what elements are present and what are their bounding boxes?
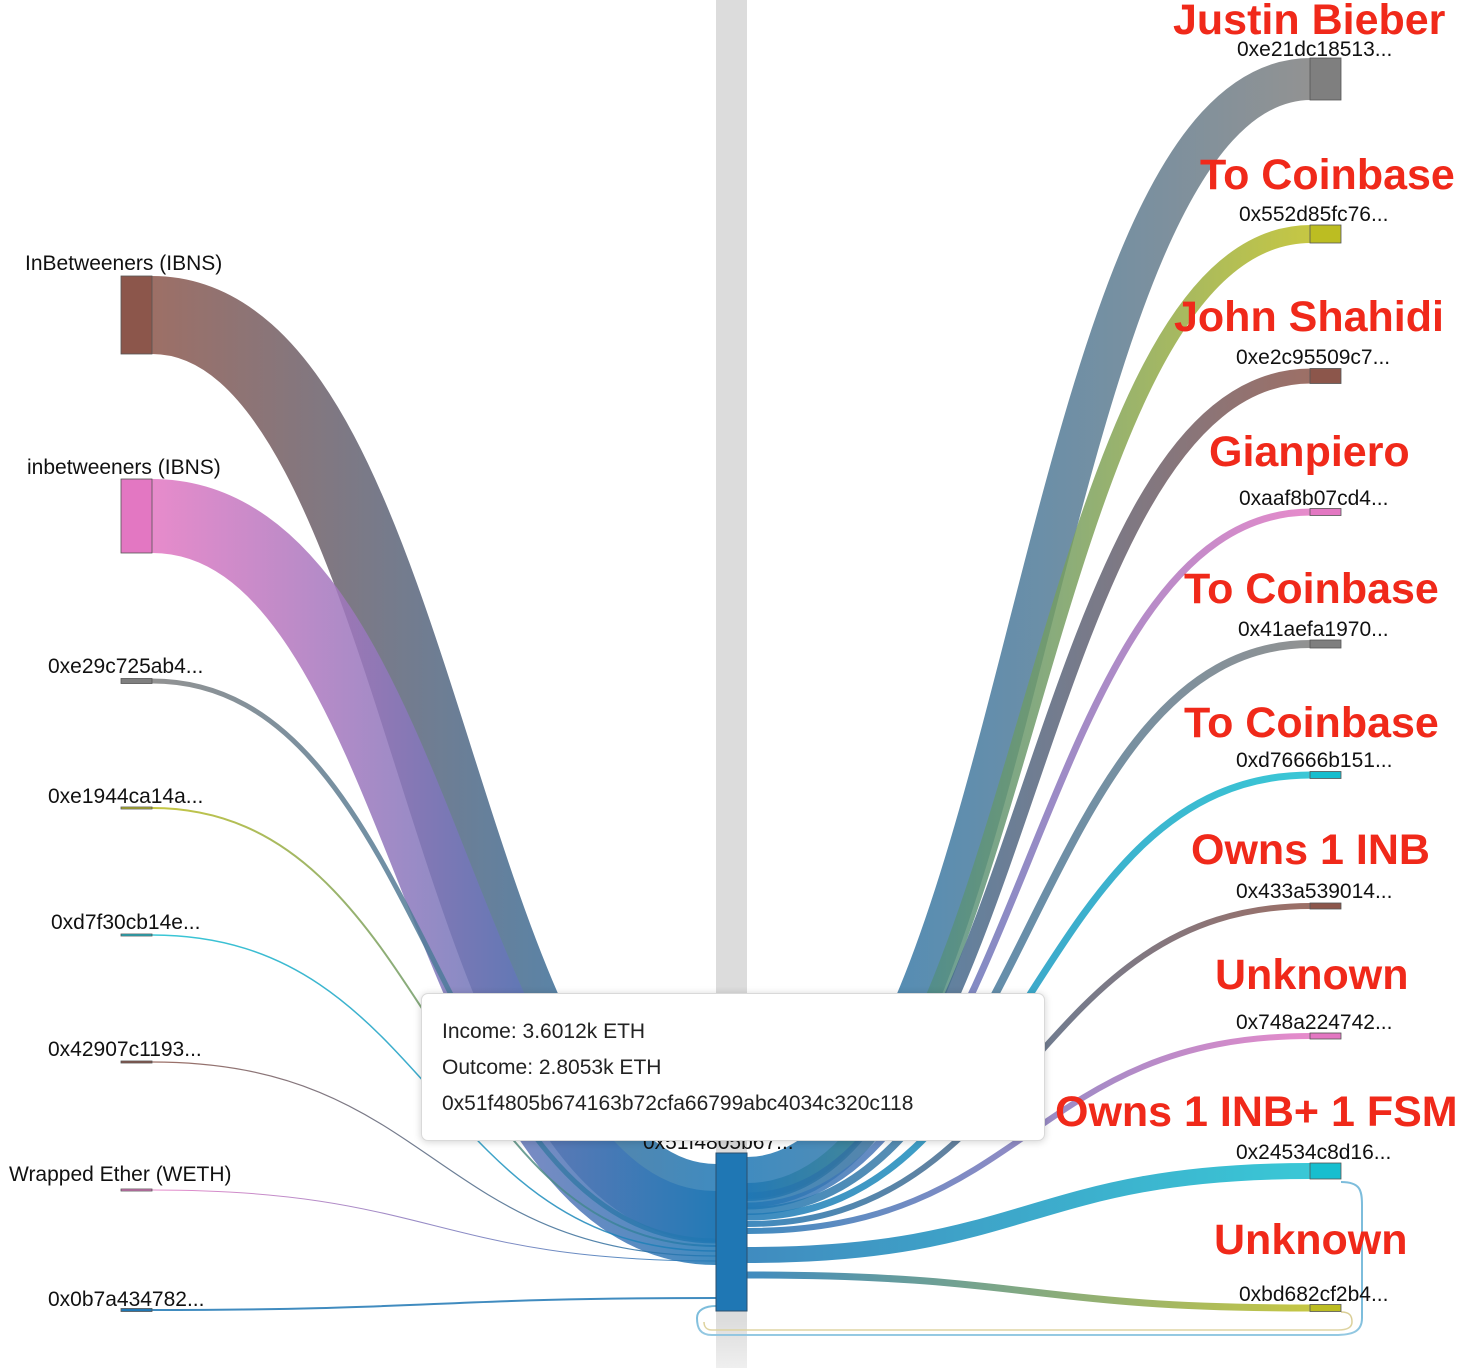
annotation-label: To Coinbase xyxy=(1200,151,1455,199)
annotation-label: Unknown xyxy=(1215,951,1409,999)
outgoing-link[interactable] xyxy=(746,1163,1312,1263)
annotation-label: John Shahidi xyxy=(1174,293,1444,341)
annotation-label: Owns 1 INB xyxy=(1191,826,1430,874)
target-label: 0x24534c8d16... xyxy=(1236,1141,1392,1164)
target-label: 0xe21dc18513... xyxy=(1237,38,1393,61)
target-label: 0x552d85fc76... xyxy=(1239,203,1389,226)
outgoing-link[interactable] xyxy=(746,508,1312,1210)
incoming-link[interactable] xyxy=(151,1189,717,1262)
annotation-label: To Coinbase xyxy=(1184,699,1439,747)
outgoing-link[interactable] xyxy=(746,1271,1312,1312)
source-label: InBetweeners (IBNS) xyxy=(25,252,223,275)
source-label: 0xe1944ca14a... xyxy=(48,785,204,808)
source-node[interactable] xyxy=(120,478,153,554)
annotation-label: Gianpiero xyxy=(1209,428,1410,476)
source-node[interactable] xyxy=(120,1188,153,1192)
annotation-label: Justin Bieber xyxy=(1173,0,1446,44)
target-label: 0xe2c95509c7... xyxy=(1236,346,1391,369)
loop-link[interactable] xyxy=(703,1311,1353,1331)
target-label: 0x433a539014... xyxy=(1236,880,1393,903)
source-node[interactable] xyxy=(120,1308,153,1312)
target-node[interactable] xyxy=(1309,57,1342,101)
incoming-link[interactable] xyxy=(151,1061,717,1257)
target-label: 0x748a224742... xyxy=(1236,1011,1393,1034)
outgoing-link[interactable] xyxy=(746,368,1312,1208)
source-label: 0x0b7a434782... xyxy=(48,1288,205,1311)
source-node[interactable] xyxy=(120,933,153,937)
incoming-link[interactable] xyxy=(150,479,718,1265)
center-node[interactable] xyxy=(715,1152,748,1312)
target-node[interactable] xyxy=(1309,771,1342,779)
target-node[interactable] xyxy=(1309,224,1342,244)
incoming-links xyxy=(149,276,719,1311)
target-node[interactable] xyxy=(1309,1162,1342,1180)
source-label: 0x42907c1193... xyxy=(48,1038,202,1061)
tooltip-outcome: Outcome: 2.8053k ETH xyxy=(442,1056,662,1079)
incoming-link[interactable] xyxy=(151,1297,717,1311)
source-node[interactable] xyxy=(120,1060,153,1064)
target-node[interactable] xyxy=(1309,902,1342,910)
source-label: inbetweeners (IBNS) xyxy=(27,456,221,479)
target-label: 0xaaf8b07cd4... xyxy=(1239,487,1389,510)
source-node[interactable] xyxy=(120,678,153,684)
annotation-label: Unknown xyxy=(1214,1216,1408,1264)
source-label: Wrapped Ether (WETH) xyxy=(9,1163,232,1186)
target-label: 0xbd682cf2b4... xyxy=(1239,1283,1389,1306)
tooltip-income: Income: 3.6012k ETH xyxy=(442,1020,646,1043)
target-node[interactable] xyxy=(1309,1032,1342,1040)
target-node[interactable] xyxy=(1309,1304,1342,1312)
source-node[interactable] xyxy=(120,275,153,355)
target-label: 0xd76666b151... xyxy=(1236,749,1393,772)
target-node[interactable] xyxy=(1309,508,1342,516)
incoming-link[interactable] xyxy=(151,678,717,1244)
source-label: 0xe29c725ab4... xyxy=(48,655,204,678)
source-label: 0xd7f30cb14e... xyxy=(51,911,201,934)
annotation-label: Owns 1 INB+ 1 FSM xyxy=(1055,1088,1458,1136)
source-node[interactable] xyxy=(120,806,153,810)
tooltip-address: 0x51f4805b674163b72cfa66799abc4034c320c1… xyxy=(442,1092,914,1115)
outgoing-link[interactable] xyxy=(746,640,1312,1215)
annotation-label: To Coinbase xyxy=(1184,565,1439,613)
target-node[interactable] xyxy=(1309,639,1342,649)
nodes xyxy=(120,57,1342,1312)
node-tooltip: Income: 3.6012k ETH Outcome: 2.8053k ETH… xyxy=(421,993,1045,1141)
target-label: 0x41aefa1970... xyxy=(1238,618,1389,641)
target-node[interactable] xyxy=(1309,368,1342,384)
